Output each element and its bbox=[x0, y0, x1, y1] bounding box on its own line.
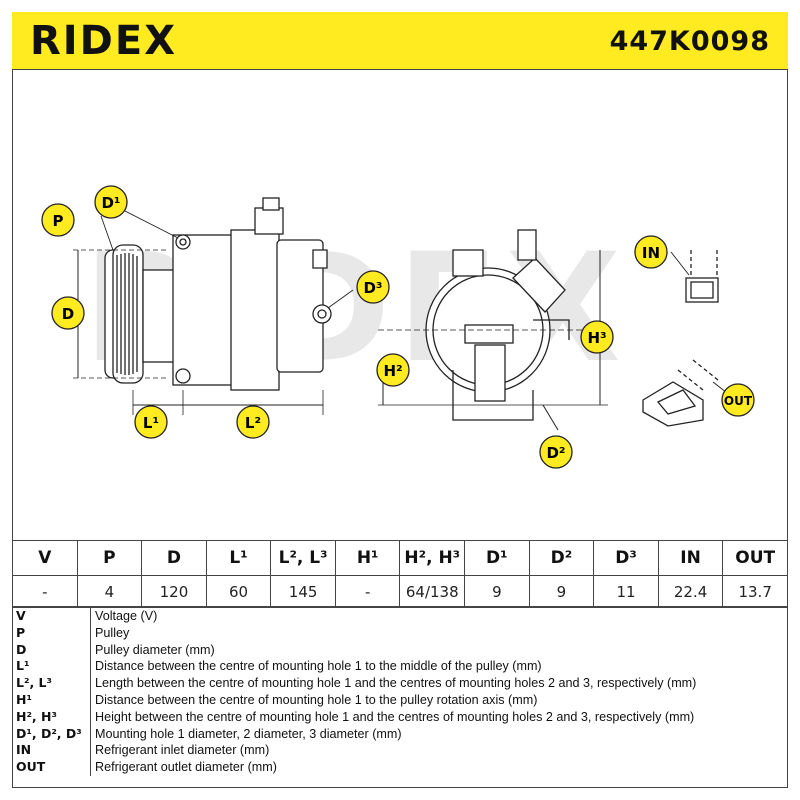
legend-code: OUT bbox=[12, 759, 91, 776]
badge-out: OUT bbox=[721, 383, 755, 417]
brand-logo: RIDEX bbox=[30, 18, 178, 64]
specs-value: 120 bbox=[141, 575, 207, 608]
legend-row: H², H³ Height between the centre of mount… bbox=[12, 708, 788, 726]
specs-value: 4 bbox=[76, 575, 143, 608]
legend-code: H¹ bbox=[12, 691, 91, 709]
badge-d: D bbox=[51, 296, 85, 330]
specs-value: 145 bbox=[270, 575, 336, 608]
legend-code: P bbox=[12, 624, 91, 642]
label-h2: H² bbox=[383, 362, 402, 380]
legend-text: Pulley bbox=[95, 625, 130, 640]
legend-text: Distance between the centre of mounting … bbox=[95, 692, 538, 707]
specs-value: - bbox=[334, 575, 401, 608]
specs-header: H², H³ bbox=[399, 540, 466, 576]
specs-header: OUT bbox=[722, 540, 788, 576]
legend-text: Length between the centre of mounting ho… bbox=[95, 676, 697, 691]
specs-header: P bbox=[76, 540, 143, 576]
specs-header: L², L³ bbox=[270, 540, 336, 576]
legend-code: L¹ bbox=[12, 658, 91, 676]
legend-text: Refrigerant inlet diameter (mm) bbox=[95, 743, 270, 758]
badge-d2: D² bbox=[539, 435, 573, 469]
label-p: P bbox=[53, 212, 64, 230]
specs-value: - bbox=[12, 575, 78, 608]
legend-row: L², L³ Length between the centre of mount… bbox=[12, 675, 788, 692]
badge-h2: H² bbox=[376, 353, 410, 387]
legend-row: P Pulley bbox=[12, 624, 788, 642]
legend-text: Refrigerant outlet diameter (mm) bbox=[95, 760, 277, 775]
legend-row: L¹ Distance between the centre of mountin… bbox=[12, 658, 788, 676]
legend-code: V bbox=[12, 608, 91, 625]
label-d2: D² bbox=[546, 444, 565, 462]
legend-row: D Pulley diameter (mm) bbox=[12, 641, 788, 659]
label-in: IN bbox=[642, 244, 660, 262]
specs-value: 9 bbox=[528, 575, 595, 608]
badge-p: P bbox=[41, 203, 75, 237]
specs-header: D³ bbox=[593, 540, 659, 576]
technical-drawing: RIDEX bbox=[41, 185, 755, 469]
badge-d1: D¹ bbox=[94, 185, 128, 219]
legend-code: L², L³ bbox=[12, 675, 91, 692]
inlet-fitting bbox=[685, 250, 719, 303]
specs-header: L¹ bbox=[205, 540, 272, 576]
legend-row: IN Refrigerant inlet diameter (mm) bbox=[12, 742, 788, 760]
specs-header: D bbox=[141, 540, 207, 576]
legend-text: Voltage (V) bbox=[95, 609, 158, 623]
legend-section bbox=[12, 606, 788, 788]
legend-row: OUT Refrigerant outlet diameter (mm) bbox=[12, 759, 788, 776]
specs-header: D¹ bbox=[464, 540, 530, 576]
badge-in: IN bbox=[634, 235, 668, 269]
label-h3: H³ bbox=[587, 329, 606, 347]
legend-row: D¹, D², D³ Mounting hole 1 diameter, 2 di… bbox=[12, 725, 788, 743]
specs-header-row: V P D L¹ L², L³ H¹ H², H³ D¹ D² D³ IN OU… bbox=[12, 540, 788, 576]
specs-value: 13.7 bbox=[722, 575, 788, 608]
legend-code: D¹, D², D³ bbox=[12, 725, 91, 743]
header-bar: RIDEX 447K0098 bbox=[12, 12, 788, 70]
legend-text: Distance between the centre of mounting … bbox=[95, 659, 542, 674]
badge-d3: D³ bbox=[356, 270, 390, 304]
specs-value: 64/138 bbox=[399, 575, 466, 608]
specs-header: D² bbox=[528, 540, 595, 576]
outlet-fitting bbox=[642, 359, 719, 427]
specs-value: 11 bbox=[593, 575, 659, 608]
legend-code: IN bbox=[12, 742, 91, 760]
legend-row: H¹ Distance between the centre of mountin… bbox=[12, 691, 788, 709]
legend-text: Mounting hole 1 diameter, 2 diameter, 3 … bbox=[95, 726, 402, 741]
specs-value: 22.4 bbox=[657, 575, 724, 608]
badge-l1: L¹ bbox=[134, 405, 168, 439]
specs-value: 60 bbox=[205, 575, 272, 608]
specs-value: 9 bbox=[464, 575, 530, 608]
legend-text: Pulley diameter (mm) bbox=[95, 642, 215, 657]
label-d1: D¹ bbox=[101, 194, 120, 212]
label-l1: L¹ bbox=[143, 414, 159, 432]
label-d3: D³ bbox=[363, 279, 382, 297]
legend-code: D bbox=[12, 641, 91, 659]
badge-h3: H³ bbox=[580, 320, 614, 354]
legend-code: H², H³ bbox=[12, 708, 91, 726]
specs-header: H¹ bbox=[334, 540, 401, 576]
specs-value-row: - 4 120 60 145 - 64/138 9 9 11 22.4 13.7 bbox=[12, 575, 788, 608]
part-number: 447K0098 bbox=[609, 26, 770, 57]
label-out: OUT bbox=[724, 394, 753, 408]
label-d: D bbox=[62, 305, 74, 323]
specs-header: V bbox=[12, 540, 78, 576]
specs-header: IN bbox=[657, 540, 724, 576]
legend-table: V Voltage (V) P Pulley D Pulley diameter (m… bbox=[12, 608, 788, 776]
badge-l2: L² bbox=[236, 405, 270, 439]
specs-table: V P D L¹ L², L³ H¹ H², H³ D¹ D² D³ IN OU… bbox=[12, 540, 788, 608]
legend-text: Height between the centre of mounting ho… bbox=[95, 709, 695, 724]
label-l2: L² bbox=[245, 414, 261, 432]
legend-row: V Voltage (V) bbox=[12, 608, 788, 625]
compressor-side-view bbox=[104, 197, 332, 391]
